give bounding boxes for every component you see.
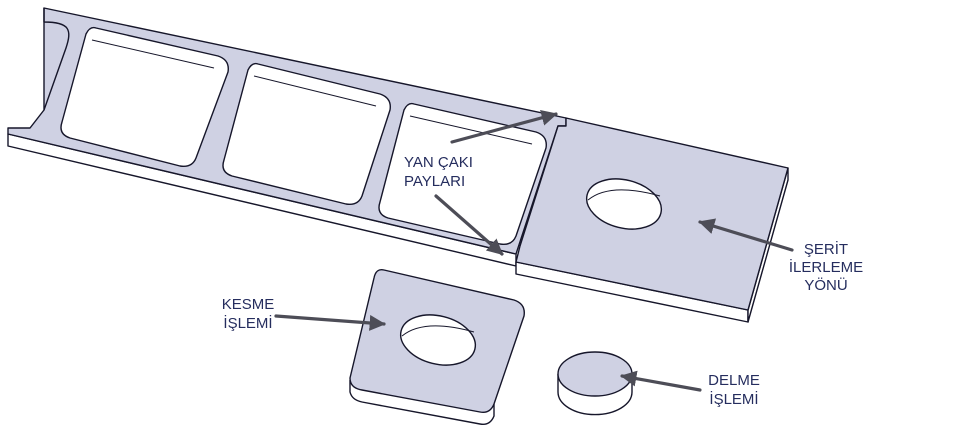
arrow-strip-feed — [698, 218, 794, 252]
labels: YAN ÇAKI PAYLARI ŞERİT İLERLEME YÖNÜ KES… — [222, 154, 863, 408]
arrow-piercing — [620, 370, 702, 392]
label-side-notch-line1: YAN ÇAKI — [404, 154, 473, 171]
label-cutting-line1: KESME — [222, 296, 275, 313]
pierced-slug — [557, 351, 633, 416]
label-strip-feed-line2: İLERLEME — [789, 258, 863, 276]
label-side-notch-line2: PAYLARI — [404, 173, 465, 190]
strip-window-1 — [60, 26, 229, 168]
label-piercing-line1: DELME — [708, 372, 760, 389]
label-strip-feed-line1: ŞERİT — [804, 240, 848, 258]
arrow-side-notch-top — [450, 110, 558, 144]
strip-window-2 — [222, 62, 391, 206]
arrow-cutting — [274, 314, 386, 331]
cut-part — [349, 268, 525, 426]
slug-top — [557, 351, 633, 397]
label-cutting-line2: İŞLEMİ — [223, 314, 272, 332]
leader-arrows — [274, 110, 794, 392]
label-piercing-line2: İŞLEMİ — [709, 390, 758, 408]
strip-left-end — [43, 8, 70, 111]
arrow-side-notch-bottom — [434, 194, 504, 256]
strip-blank-section — [515, 117, 789, 323]
carrier-strip — [7, 7, 567, 267]
label-strip-feed-line3: YÖNÜ — [804, 276, 847, 294]
